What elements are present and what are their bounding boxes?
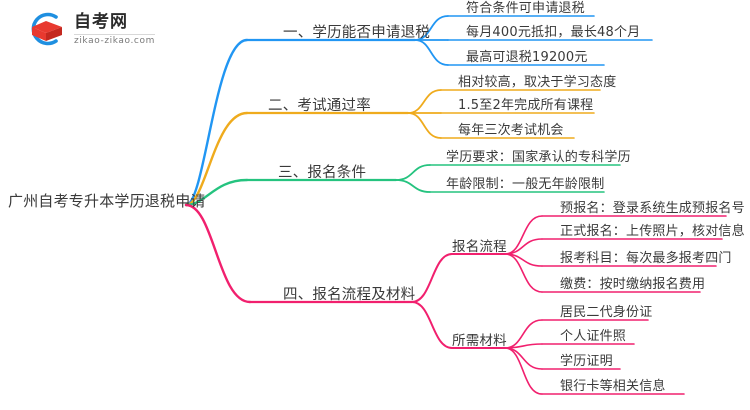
leaf-node-3-2[interactable]: 年龄限制：一般无年龄限制	[446, 177, 605, 192]
logo-domain: zikao-zikao.com	[74, 34, 155, 47]
leaf-node-4-1-4[interactable]: 缴费：按时缴纳报名费用	[560, 277, 706, 292]
leaf-node-1-1[interactable]: 符合条件可申请退税	[466, 1, 585, 16]
mindmap-root-node[interactable]: 广州自考专升本学历退税申请	[8, 192, 206, 210]
leaf-node-1-3[interactable]: 最高可退税19200元	[466, 50, 588, 65]
leaf-node-4-2-2[interactable]: 个人证件照	[560, 329, 627, 344]
branch-node-4[interactable]: 四、报名流程及材料	[283, 287, 416, 303]
leaf-node-4-1-1[interactable]: 预报名：登录系统生成预报名号	[560, 201, 745, 216]
leaf-node-4-1-2[interactable]: 正式报名：上传照片，核对信息	[560, 224, 745, 239]
logo-mark-icon	[26, 10, 66, 48]
leaf-node-1-2[interactable]: 每月400元抵扣，最长48个月	[466, 25, 641, 40]
branch-node-2[interactable]: 二、考试通过率	[268, 98, 371, 114]
logo-title: 自考网	[74, 11, 128, 32]
leaf-node-4-2-4[interactable]: 银行卡等相关信息	[560, 379, 666, 394]
leaf-node-2-1[interactable]: 相对较高，取决于学习态度	[458, 75, 617, 90]
subgroup-node-registration-flow[interactable]: 报名流程	[452, 239, 507, 255]
leaf-node-4-1-3[interactable]: 报考科目：每次最多报考四门	[560, 251, 732, 266]
leaf-node-3-1[interactable]: 学历要求：国家承认的专科学历	[446, 150, 631, 165]
branch-node-3[interactable]: 三、报名条件	[278, 165, 367, 181]
leaf-node-2-2[interactable]: 1.5至2年完成所有课程	[458, 98, 594, 113]
logo-text: 自考网 zikao-zikao.com	[74, 11, 155, 48]
leaf-node-4-2-3[interactable]: 学历证明	[560, 354, 613, 369]
site-logo: 自考网 zikao-zikao.com	[26, 8, 186, 50]
branch-node-1[interactable]: 一、学历能否申请退税	[283, 25, 430, 41]
leaf-node-2-3[interactable]: 每年三次考试机会	[458, 123, 564, 138]
subgroup-node-required-materials[interactable]: 所需材料	[452, 333, 507, 349]
leaf-node-4-2-1[interactable]: 居民二代身份证	[560, 305, 653, 320]
